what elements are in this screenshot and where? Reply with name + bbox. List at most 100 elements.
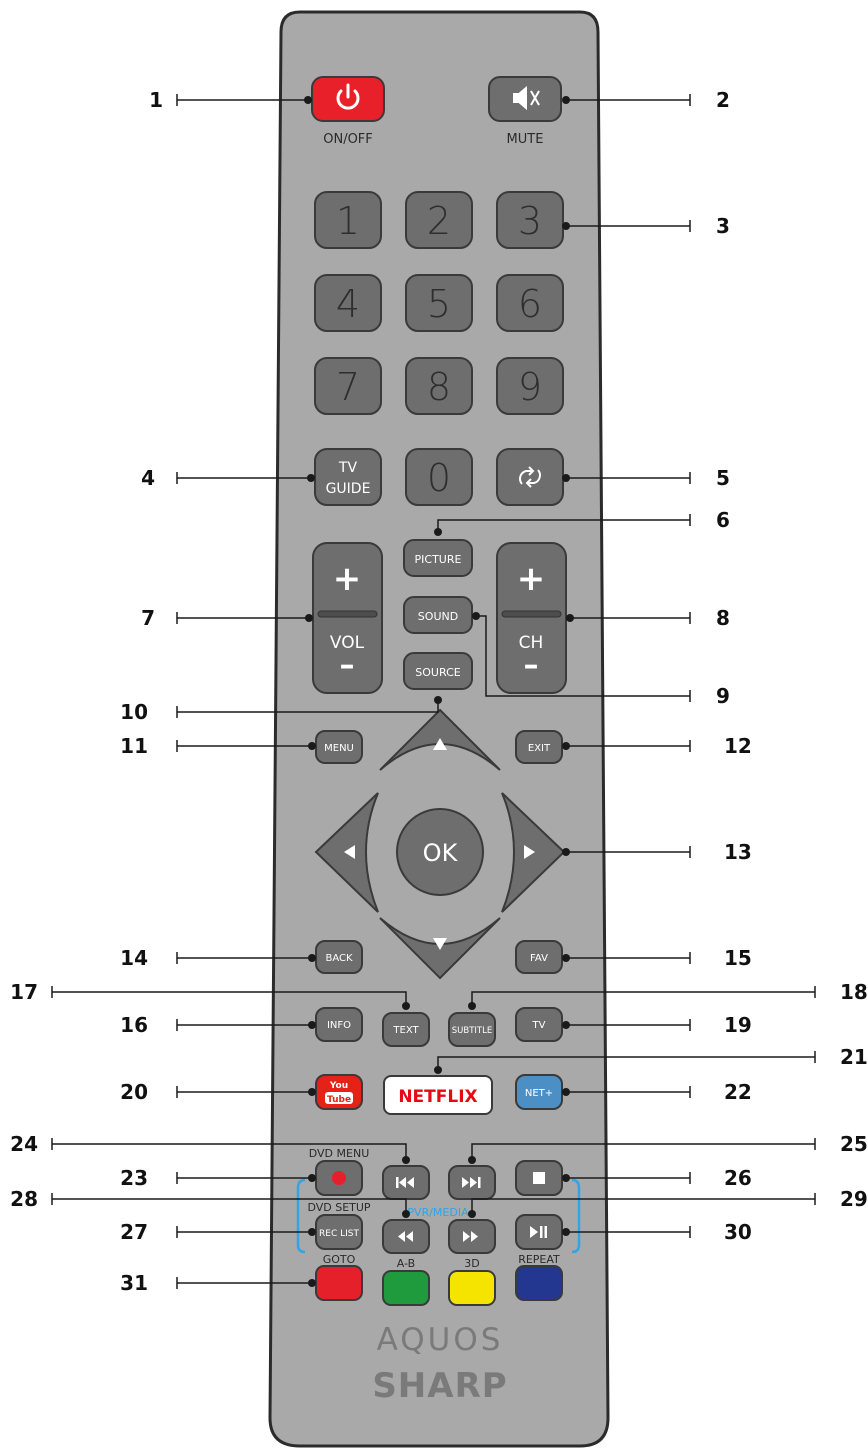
dpad-right[interactable]: [501, 792, 566, 913]
callout-29-number: 29: [840, 1187, 868, 1211]
callout-12: 12: [562, 734, 752, 758]
menu-label: MENU: [324, 743, 354, 754]
fast-forward-button[interactable]: [448, 1219, 496, 1254]
digit-1-label: 1: [336, 199, 360, 243]
ab-label: A-B: [397, 1257, 415, 1270]
power-button[interactable]: [311, 76, 385, 122]
volume-rocker[interactable]: + VOL –: [312, 542, 383, 694]
callout-7: 7: [141, 606, 313, 630]
callout-20: 20: [120, 1080, 316, 1104]
channel-rocker[interactable]: + CH –: [496, 542, 567, 694]
digit-0-button[interactable]: 0: [405, 448, 473, 506]
tv-guide-line1: TV: [338, 460, 358, 476]
youtube-top: You: [329, 1081, 348, 1091]
callout-28-leader: [52, 1198, 407, 1214]
back-button[interactable]: BACK: [315, 940, 363, 974]
digit-0-label: 0: [427, 456, 451, 500]
callout-22-dot: [562, 1088, 570, 1096]
digit-6-button[interactable]: 6: [496, 274, 564, 332]
goto-label: GOTO: [323, 1253, 356, 1266]
dpad-left[interactable]: [314, 792, 379, 913]
digit-3-button[interactable]: 3: [496, 191, 564, 249]
sound-button[interactable]: SOUND: [403, 596, 473, 634]
right-arrow-icon: [524, 845, 535, 859]
callout-14-number: 14: [120, 946, 148, 970]
tv-guide-button[interactable]: TV GUIDE: [314, 448, 382, 506]
fast-forward-icon: [463, 1231, 478, 1242]
tv-label: TV: [532, 1020, 546, 1031]
yellow-button[interactable]: [448, 1270, 496, 1306]
digit-2-button[interactable]: 2: [405, 191, 473, 249]
fav-button[interactable]: FAV: [515, 940, 563, 974]
text-button[interactable]: TEXT: [382, 1012, 430, 1047]
repeat-label: REPEAT: [518, 1253, 560, 1266]
digit-4-button[interactable]: 4: [314, 274, 382, 332]
mute-button[interactable]: [488, 76, 562, 122]
callout-31-dot: [308, 1279, 316, 1287]
rec-list-button[interactable]: REC LIST: [315, 1214, 363, 1250]
callout-19: 19: [562, 1013, 752, 1037]
callout-30-dot: [562, 1228, 570, 1236]
callout-30-number: 30: [724, 1220, 752, 1244]
exit-button[interactable]: EXIT: [515, 730, 563, 764]
source-button[interactable]: SOURCE: [403, 652, 473, 690]
dpad-down[interactable]: [379, 917, 501, 980]
callout-6: 6: [434, 508, 730, 536]
menu-button[interactable]: MENU: [315, 730, 363, 764]
channel-up[interactable]: +: [517, 559, 546, 599]
skip-back-icon: [396, 1177, 414, 1188]
callout-10: 10: [120, 696, 442, 724]
stop-button[interactable]: [515, 1160, 563, 1196]
record-button[interactable]: [315, 1160, 363, 1196]
3d-label: 3D: [464, 1257, 479, 1270]
callout-17: 17: [10, 980, 410, 1010]
ok-button[interactable]: OK: [396, 808, 484, 896]
pvr-media-bracket: [296, 1178, 581, 1254]
subtitle-button[interactable]: SUBTITLE: [448, 1012, 496, 1047]
digit-3-label: 3: [518, 199, 542, 243]
digit-1-button[interactable]: 1: [314, 191, 382, 249]
net-plus-button[interactable]: NET+: [515, 1074, 563, 1110]
callout-24-number: 24: [10, 1132, 38, 1156]
digit-7-button[interactable]: 7: [314, 357, 382, 415]
channel-down[interactable]: –: [524, 648, 539, 683]
callout-6-number: 6: [716, 508, 730, 532]
digit-9-label: 9: [518, 365, 542, 409]
digit-8-button[interactable]: 8: [405, 357, 473, 415]
volume-up[interactable]: +: [333, 559, 362, 599]
left-arrow-icon: [344, 845, 355, 859]
callout-21-dot: [434, 1066, 442, 1074]
play-pause-button[interactable]: [515, 1214, 563, 1250]
callout-16: 16: [120, 1013, 316, 1037]
dpad-up[interactable]: [379, 708, 501, 771]
next-button[interactable]: [448, 1165, 496, 1200]
recall-button[interactable]: [496, 448, 564, 506]
channel-label: CH: [519, 633, 544, 653]
rewind-button[interactable]: [382, 1219, 430, 1254]
tv-button[interactable]: TV: [515, 1007, 563, 1042]
green-button[interactable]: [382, 1270, 430, 1306]
callout-9-dot: [472, 612, 480, 620]
callout-23-dot: [308, 1174, 316, 1182]
recall-icon: [519, 466, 541, 488]
digit-5-button[interactable]: 5: [405, 274, 473, 332]
callout-31: 31: [120, 1271, 316, 1295]
digit-9-button[interactable]: 9: [496, 357, 564, 415]
callout-10-number: 10: [120, 700, 148, 724]
previous-button[interactable]: [382, 1165, 430, 1200]
info-button[interactable]: INFO: [315, 1007, 363, 1042]
net-plus-label: NET+: [525, 1088, 553, 1099]
blue-button[interactable]: [515, 1265, 563, 1301]
callout-12-dot: [562, 742, 570, 750]
red-button[interactable]: [315, 1265, 363, 1301]
picture-button[interactable]: PICTURE: [403, 539, 473, 577]
volume-down[interactable]: –: [340, 648, 355, 683]
callout-15: 15: [562, 946, 752, 970]
youtube-button[interactable]: You Tube: [315, 1074, 363, 1110]
fav-label: FAV: [530, 953, 548, 964]
callout-18-number: 18: [840, 980, 868, 1004]
callout-25-leader: [471, 1143, 815, 1160]
netflix-button[interactable]: NETFLIX: [383, 1075, 493, 1115]
callout-4-dot: [307, 474, 315, 482]
callout-18-dot: [468, 1002, 476, 1010]
